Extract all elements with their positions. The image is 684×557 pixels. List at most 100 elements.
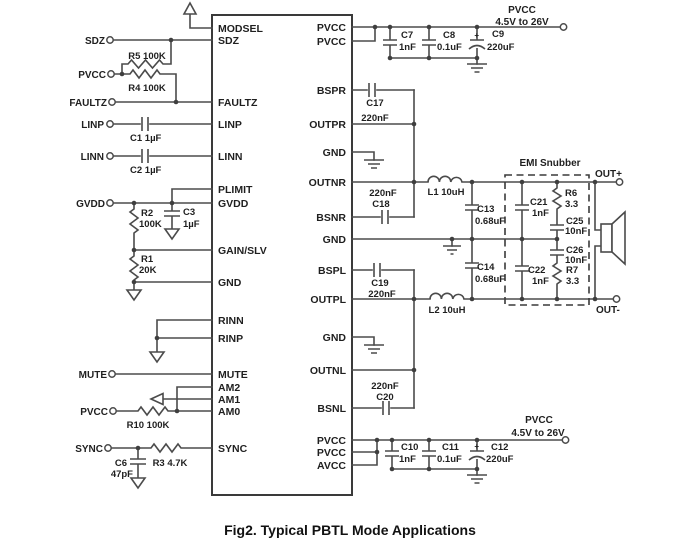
label-c18: C18 [372, 199, 389, 210]
label-c21: C21 [530, 197, 548, 208]
ic-pin-pvcc-1: PVCC [317, 22, 347, 34]
ic-pin-outpr: OUTPR [309, 119, 346, 131]
capacitor-c20-symbol [382, 401, 390, 415]
label-r10: R10 100K [127, 420, 170, 431]
ic-pin-am2: AM2 [218, 382, 240, 394]
terminal-sync [104, 444, 112, 452]
label-r7: R7 [566, 265, 578, 276]
label-c9-plus: + [474, 31, 479, 40]
label-c6: C6 [115, 458, 127, 469]
capacitor-c11-symbol [422, 440, 436, 469]
inductor-l2-symbol [429, 292, 465, 300]
label-c22-val: 1nF [532, 276, 549, 287]
ground-triangle-icon-c6 [129, 477, 147, 490]
label-gvdd: GVDD [76, 199, 105, 210]
ic-pin-pvcc-4: PVCC [317, 447, 347, 459]
rin-wires [156, 319, 213, 353]
terminal-pvcc-r [107, 70, 115, 78]
label-c26-val: 10nF [565, 255, 587, 266]
ic-pin-plimit: PLIMIT [218, 184, 253, 196]
label-r4: R4 100K [128, 83, 166, 94]
resistor-r10-symbol [116, 405, 212, 417]
ic-pin-am1: AM1 [218, 394, 240, 406]
ic-pin-avcc: AVCC [317, 460, 346, 472]
ic-pin-faultz: FAULTZ [218, 97, 258, 109]
capacitor-c18-symbol [381, 210, 389, 224]
resistor-r6-c25-symbol [550, 182, 564, 239]
ic-pin-bsnr: BSNR [316, 212, 346, 224]
speaker [594, 181, 626, 300]
capacitor-c2-symbol [141, 149, 149, 163]
ic-pin-gnd-r2: GND [323, 234, 347, 246]
label-c13-val: 0.68uF [475, 216, 505, 227]
label-l2: L2 10uH [429, 305, 466, 316]
label-r1: R1 [141, 254, 154, 265]
ground-triangle-icon-c3 [163, 228, 181, 241]
label-c26: C26 [566, 245, 583, 256]
capacitor-c19-symbol [373, 263, 381, 277]
earth-ground-icon-r3 [364, 344, 384, 354]
label-linp: LINP [81, 120, 104, 131]
speaker-horn-icon [611, 210, 626, 266]
figure-caption: Fig2. Typical PBTL Mode Applications [224, 522, 476, 538]
gnd-rail-mid [351, 238, 558, 247]
terminal-mute [108, 370, 116, 378]
capacitor-c12-symbol [468, 440, 486, 469]
label-linn: LINN [81, 152, 104, 163]
terminal-pvcc-bottom [561, 436, 570, 444]
label-c20-val: 220nF [371, 381, 399, 392]
capacitor-c13-symbol [465, 182, 479, 239]
modsel-wire [189, 13, 213, 29]
ic-pin-linn: LINN [218, 151, 243, 163]
terminal-gvdd [106, 199, 114, 207]
capacitor-c7-symbol [383, 27, 397, 58]
label-c17-val: 220nF [361, 113, 389, 124]
pvcc-top-gnd-wire [389, 57, 478, 65]
label-c9: C9 [492, 29, 504, 40]
gnd-r3-wire [351, 336, 375, 346]
ic-chip: MODSEL SDZ FAULTZ LINP LINN PLIMIT GVDD … [211, 14, 353, 496]
label-c13: C13 [477, 204, 494, 215]
label-c7-val: 1nF [399, 42, 416, 53]
earth-ground-icon-r1 [364, 159, 384, 169]
label-c19-val: 220nF [368, 289, 396, 300]
label-c3-val: 1µF [183, 219, 200, 230]
inductor-l1-symbol [427, 175, 463, 183]
label-c20: C20 [376, 392, 393, 403]
ic-pin-sync: SYNC [218, 443, 248, 455]
ic-pin-sdz: SDZ [218, 35, 240, 47]
ic-pin-linp: LINP [218, 119, 242, 131]
ground-triangle-icon-rin [148, 351, 166, 364]
label-sdz: SDZ [85, 36, 105, 47]
capacitor-c26-r7-symbol [550, 239, 564, 299]
label-pvcc-top: PVCC [508, 5, 536, 16]
label-r2-val: 100K [139, 219, 162, 230]
terminal-out-plus [615, 178, 624, 186]
terminal-linn [106, 152, 114, 160]
label-c9-val: 220uF [487, 42, 515, 53]
capacitor-c14-symbol [465, 239, 479, 299]
label-c6-val: 47pF [111, 469, 133, 480]
earth-ground-icon-top [467, 63, 487, 73]
resistor-r2-symbol [128, 203, 140, 250]
label-c10: C10 [401, 442, 418, 453]
label-sync: SYNC [75, 444, 103, 455]
label-snubber-title: EMI Snubber [519, 158, 580, 169]
ic-pin-modsel: MODSEL [218, 23, 264, 35]
terminal-linp [106, 120, 114, 128]
label-r1-val: 20K [139, 265, 157, 276]
ic-pin-gnd-r3: GND [323, 332, 347, 344]
pvcc-rail-bottom [351, 439, 563, 484]
label-pvcc-top-range: 4.5V to 26V [495, 17, 549, 28]
earth-ground-icon-bottom [467, 474, 487, 484]
capacitor-c9-symbol [468, 27, 486, 58]
ic-pin-pvcc-2: PVCC [317, 36, 347, 48]
capacitor-c3-symbol [164, 203, 180, 229]
ic-pin-bspr: BSPR [317, 85, 347, 97]
label-r3: R3 4.7K [153, 458, 188, 469]
ic-pin-gnd-r1: GND [323, 147, 347, 159]
label-c14: C14 [477, 262, 495, 273]
junction-dots [119, 24, 598, 472]
label-c22: C22 [528, 265, 545, 276]
label-faultz: FAULTZ [69, 98, 107, 109]
